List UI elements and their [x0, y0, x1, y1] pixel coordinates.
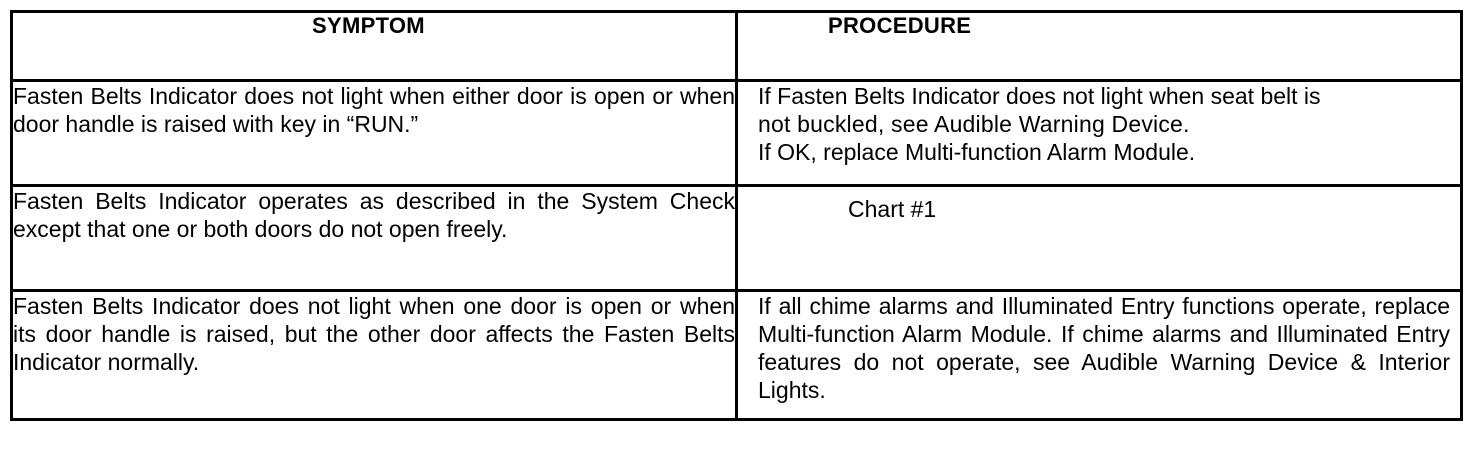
- procedure-cell: Chart #1: [735, 184, 1463, 292]
- procedure-line: If Fasten Belts Indicator does not light…: [758, 83, 1321, 109]
- procedure-cell: If all chime alarms and Illuminated Entr…: [735, 289, 1463, 421]
- symptom-cell: Fasten Belts Indicator does not light wh…: [10, 289, 738, 421]
- symptom-cell: Fasten Belts Indicator operates as descr…: [10, 184, 738, 292]
- diagnosis-table: SYMPTOM PROCEDURE Fasten Belts Indicator…: [10, 10, 1463, 421]
- procedure-line: If OK, replace Multi-function Alarm Modu…: [758, 139, 1196, 165]
- table-row: Fasten Belts Indicator does not light wh…: [10, 289, 1463, 421]
- table-row: Fasten Belts Indicator operates as descr…: [10, 184, 1463, 292]
- table-header-row: SYMPTOM PROCEDURE: [10, 10, 1463, 82]
- procedure-header: PROCEDURE: [735, 10, 1463, 82]
- symptom-header: SYMPTOM: [10, 10, 738, 82]
- procedure-line: not buckled, see Audible Warning Device.: [758, 111, 1190, 137]
- symptom-cell: Fasten Belts Indicator does not light wh…: [10, 79, 738, 187]
- chart-reference: Chart #1: [848, 196, 937, 222]
- procedure-cell: If Fasten Belts Indicator does not light…: [735, 79, 1463, 187]
- table-row: Fasten Belts Indicator does not light wh…: [10, 79, 1463, 187]
